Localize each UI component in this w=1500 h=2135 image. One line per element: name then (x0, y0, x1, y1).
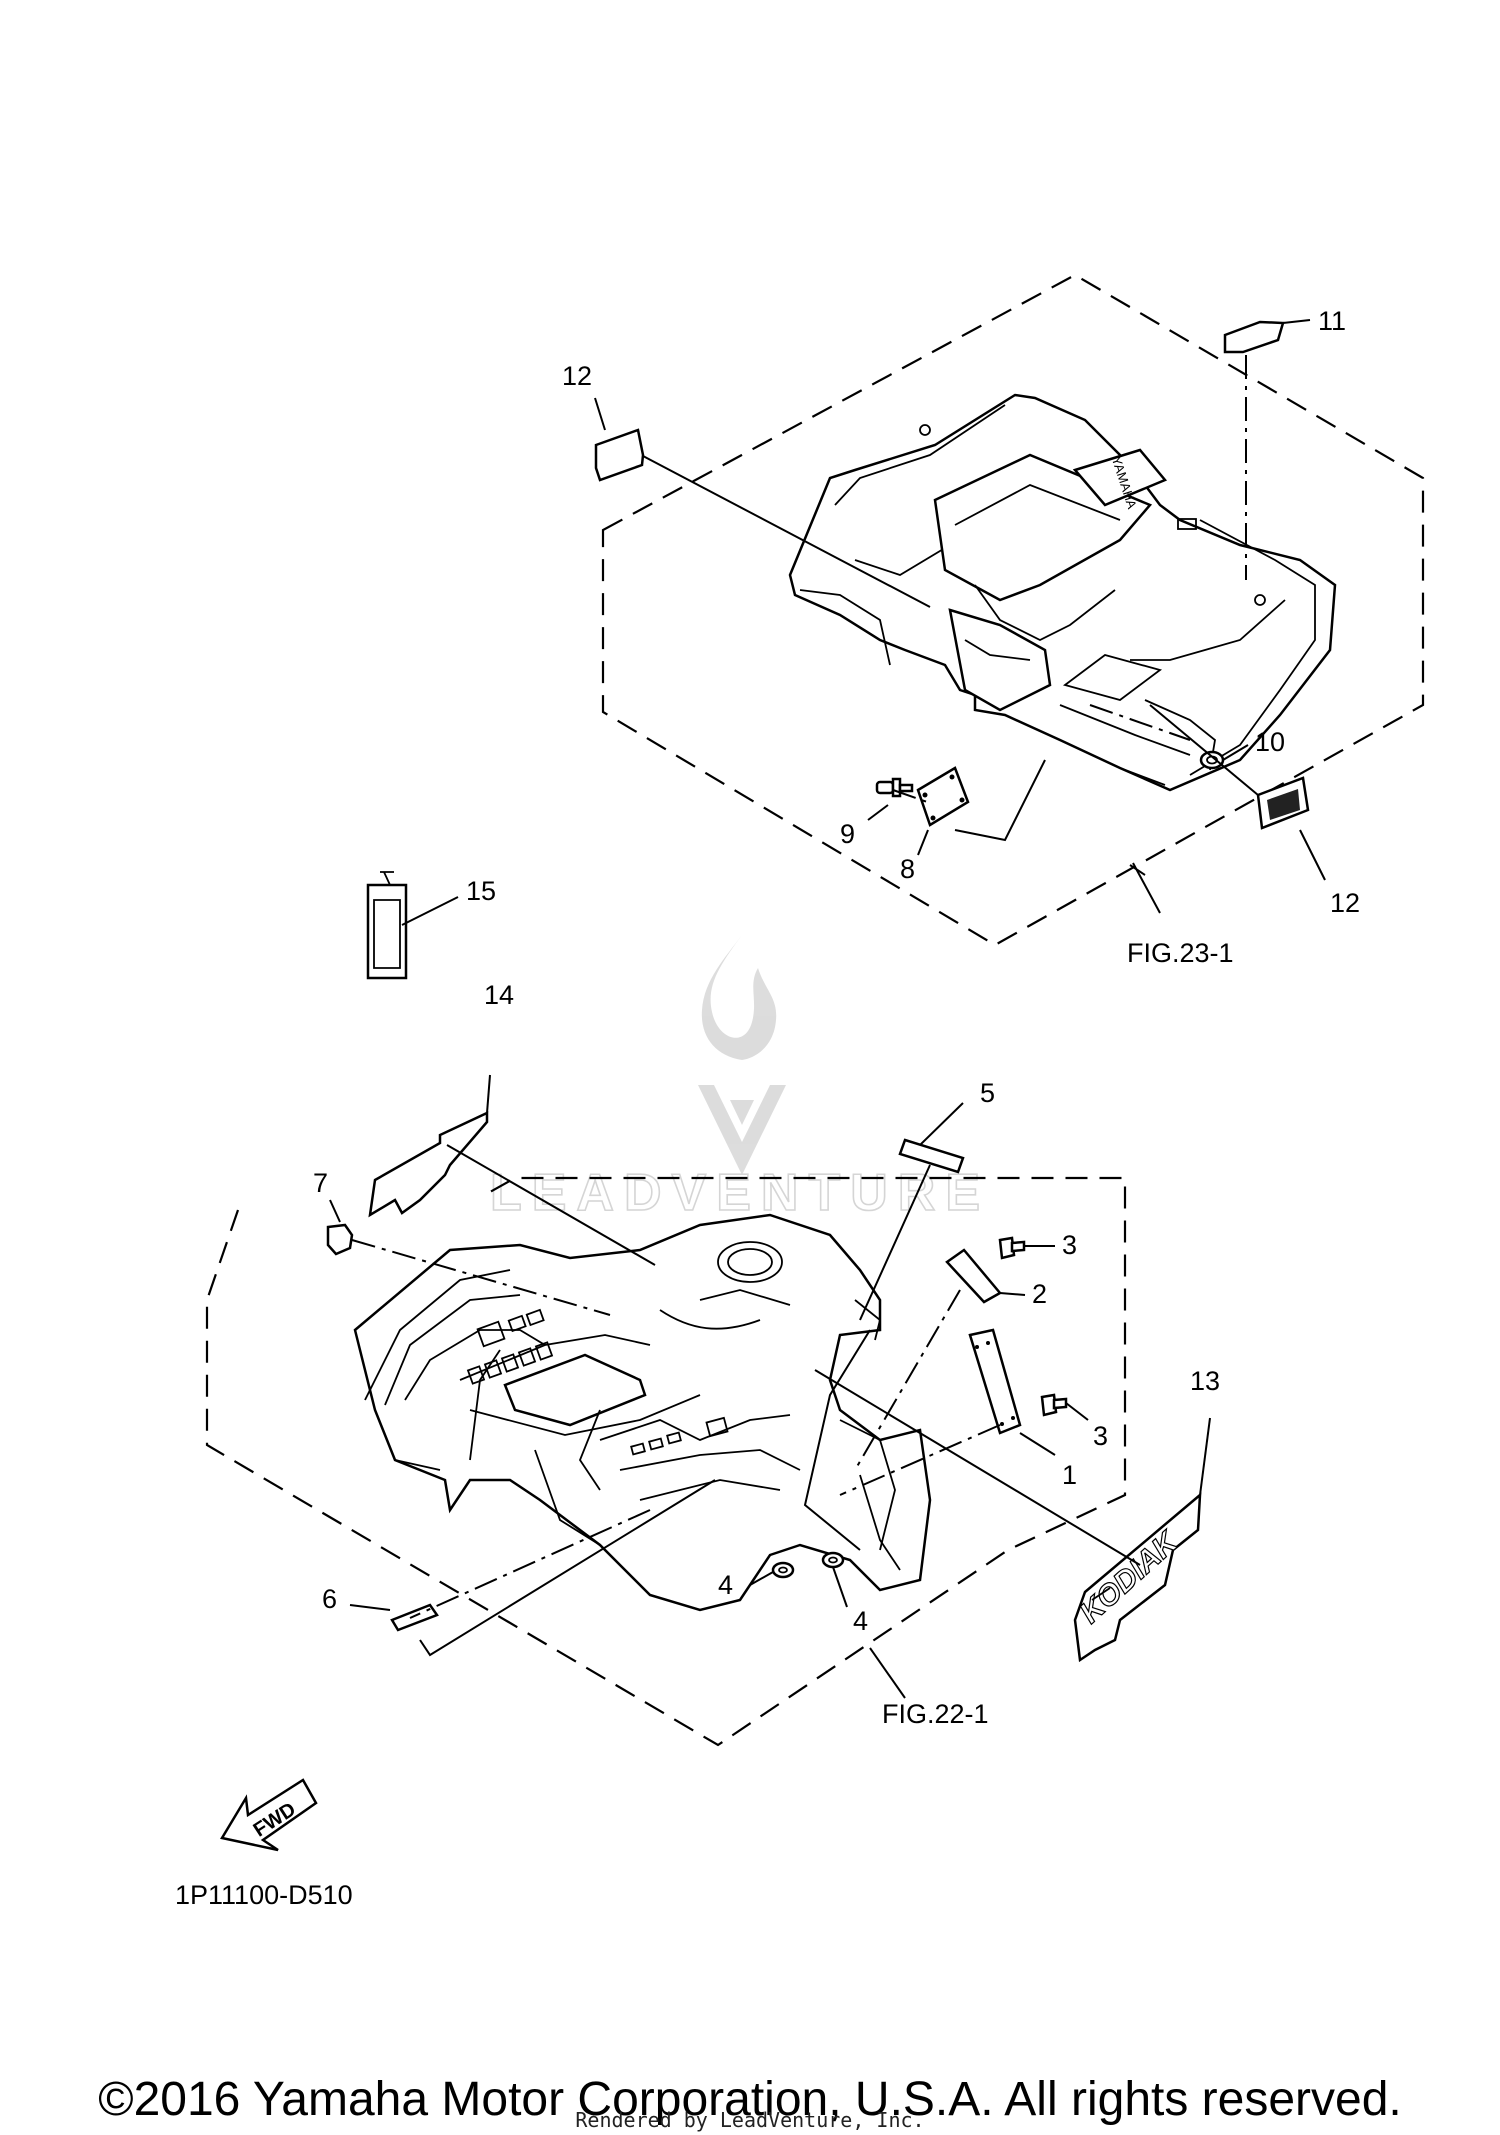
callout-10: 10 (1255, 727, 1285, 757)
callout-8: 8 (900, 854, 915, 884)
front-fender-group: KODIAK 14 5 7 3 2 3 1 13 6 (205, 980, 1220, 1747)
callout-4-left: 4 (718, 1570, 733, 1600)
kodiak-decal-13: KODIAK (1073, 1492, 1202, 1663)
callout-2: 2 (1032, 1279, 1047, 1309)
label-7 (326, 1223, 354, 1256)
callout-5: 5 (980, 1078, 995, 1108)
label-5 (898, 1138, 965, 1174)
plate-8 (916, 766, 970, 827)
leader-line-14 (446, 1144, 656, 1266)
callout-7: 7 (313, 1168, 328, 1198)
dashdot-line-9 (892, 789, 931, 804)
grommet-10 (1199, 750, 1225, 770)
leader-line-8 (954, 759, 1046, 842)
callout-15: 15 (466, 876, 496, 906)
fig-ref-rear: FIG.23-1 (1127, 938, 1234, 968)
grommet-4-left (771, 1561, 795, 1579)
rear-fender-boundary (601, 273, 1425, 947)
front-fender (353, 1213, 932, 1612)
rivet-3-upper (998, 1236, 1026, 1260)
leader-line-12-right (1149, 704, 1259, 796)
callout-6: 6 (322, 1584, 337, 1614)
label-plate-11 (1223, 320, 1285, 354)
label-6 (390, 1603, 439, 1632)
decal-14 (368, 1111, 489, 1218)
callout-14: 14 (484, 980, 514, 1010)
fig-ref-front: FIG.22-1 (882, 1699, 989, 1729)
info-label-15: 15 (366, 871, 496, 980)
decal-12-left (594, 428, 645, 482)
dashdot-line-6 (409, 1509, 651, 1619)
callout-3-lower: 3 (1093, 1421, 1108, 1451)
leader-line-5 (859, 1164, 931, 1321)
callout-4-right: 4 (853, 1606, 868, 1636)
callout-12-right: 12 (1330, 888, 1360, 918)
callout-13: 13 (1190, 1366, 1220, 1396)
rivet-9 (875, 777, 914, 798)
rendered-by-credit: Rendered by LeadVenture, Inc. (575, 2108, 925, 2132)
plate-1 (968, 1328, 1022, 1435)
grommet-4-right (821, 1551, 845, 1569)
callout-9: 9 (840, 819, 855, 849)
callout-12-left: 12 (562, 361, 592, 391)
plate-2 (945, 1248, 1002, 1304)
fwd-direction-arrow: FWD (220, 1778, 318, 1852)
callout-11: 11 (1318, 306, 1346, 336)
callout-3-upper: 3 (1062, 1230, 1077, 1260)
dashdot-line-10 (1089, 704, 1191, 741)
leader-line-2 (803, 1329, 871, 1551)
dashdot-line-1 (839, 1424, 1001, 1496)
copyright-notice: ©2016 Yamaha Motor Corporation, U.S.A. A… (98, 2073, 1402, 2126)
drawing-code: 1P11100-D510 (175, 1880, 353, 1910)
watermark-text: LEADVENTURE (490, 1164, 990, 1222)
leader-line-12-left (642, 455, 931, 608)
decal-12-right (1256, 776, 1310, 830)
rear-fender: YAMAHA (788, 393, 1337, 792)
dashdot-line-7 (351, 1239, 611, 1316)
dashdot-line-2 (854, 1289, 961, 1471)
callout-1: 1 (1062, 1460, 1077, 1490)
leader-line-fig22 (869, 1647, 906, 1699)
leader-line-13 (814, 1369, 1141, 1566)
rear-fender-group: YAMAHA (562, 273, 1425, 968)
rivet-3-lower (1040, 1393, 1068, 1417)
front-fender-boundary (205, 1176, 1127, 1747)
watermark-logo (698, 935, 786, 1175)
leader-line-6 (419, 1479, 716, 1657)
